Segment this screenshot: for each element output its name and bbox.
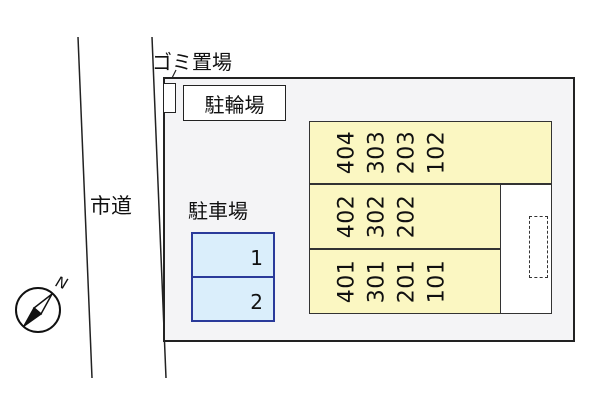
building-row-middle: 402 302 202 — [309, 184, 501, 249]
north-arrow-icon — [15, 287, 61, 333]
unit-number: 101 — [424, 259, 450, 304]
unit: 202 — [392, 185, 422, 248]
parking-space: 1 — [191, 232, 275, 278]
unit-number: 301 — [364, 259, 390, 304]
unit: 303 — [362, 122, 392, 183]
unit: 401 — [332, 250, 362, 313]
unit: 101 — [422, 250, 452, 313]
unit: 201 — [392, 250, 422, 313]
unit-number: 402 — [334, 194, 360, 239]
building-row-top: 404 303 203 102 — [309, 121, 552, 184]
parking-space-number: 1 — [250, 246, 263, 270]
unit: 302 — [362, 185, 392, 248]
unit-number: 202 — [394, 194, 420, 239]
parking-label: 駐車場 — [188, 199, 248, 223]
dashed-outline — [529, 216, 548, 278]
garbage-area-label: ゴミ置場 — [152, 50, 232, 74]
unit-number: 102 — [424, 130, 450, 175]
unit-number: 302 — [364, 194, 390, 239]
parking-space-number: 2 — [250, 290, 263, 314]
bicycle-parking-label: 駐輪場 — [204, 92, 265, 117]
unit-number: 404 — [334, 130, 360, 175]
bicycle-parking: 駐輪場 — [183, 85, 286, 121]
unit: 203 — [392, 122, 422, 183]
unit: 404 — [332, 122, 362, 183]
unit: 102 — [422, 122, 452, 183]
unit-number: 201 — [394, 259, 420, 304]
unit: 301 — [362, 250, 392, 313]
unit: 402 — [332, 185, 362, 248]
building-row-bottom: 401 301 201 101 — [309, 249, 501, 314]
unit-number: 303 — [364, 130, 390, 175]
garbage-area — [163, 83, 176, 113]
unit-number: 401 — [334, 259, 360, 304]
road-edge-left — [77, 36, 93, 379]
road-label: 市道 — [90, 194, 132, 218]
unit-number: 203 — [394, 130, 420, 175]
parking-space: 2 — [191, 276, 275, 322]
annex-area — [500, 184, 552, 314]
